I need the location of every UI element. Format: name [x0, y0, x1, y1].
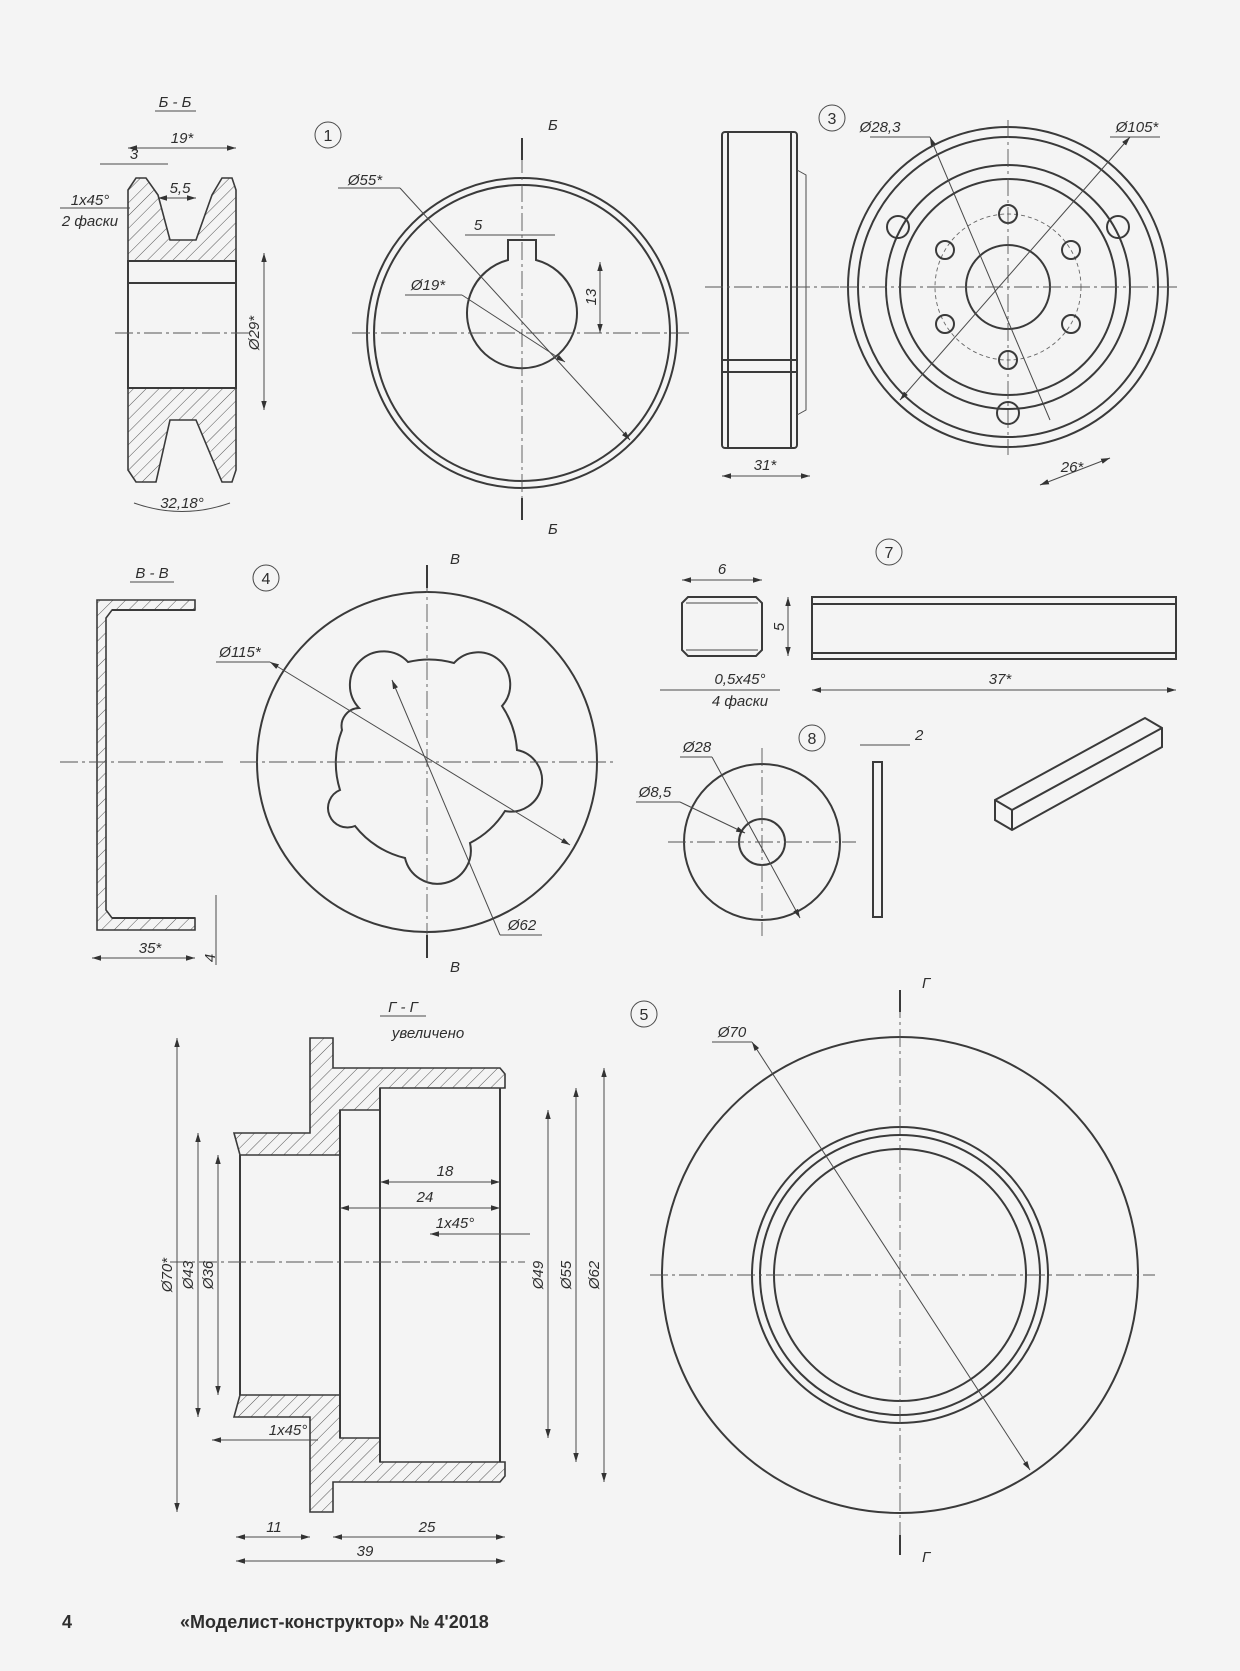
p1-bore-dim: Ø29* [246, 315, 263, 351]
p5-dim-62: Ø62 [586, 1260, 603, 1290]
p1-groove-dim: 5,5 [170, 180, 192, 197]
p5-dim-43: Ø43 [180, 1260, 197, 1290]
section-b-bottom: Б [548, 521, 558, 538]
part-number-7-circle [875, 538, 903, 566]
p5-front-dim-70: Ø70 [717, 1024, 747, 1041]
part-number-3-circle [818, 104, 846, 132]
p5-dim-25: 25 [418, 1519, 436, 1536]
part3-front-view: 3 Ø28,3 Ø105* 26* [818, 104, 1180, 486]
p5-chamfer-dim: 1х45° [436, 1215, 475, 1232]
p1-outer-dim: Ø55* [347, 172, 383, 189]
page-footer: 4 «Моделист-конструктор» № 4'2018 [62, 1612, 489, 1632]
p8-thick-dim: 2 [914, 727, 924, 744]
part-number-5-circle [630, 1000, 658, 1028]
p1-key-depth-dim: 13 [583, 288, 600, 305]
p7-length-dim: 37* [989, 671, 1013, 688]
section-g-bottom: Г [922, 1549, 932, 1566]
part1-section-view: Б - Б 19* 3 5,5 1х45° 2 фаски Ø29* 32,18… [60, 94, 267, 512]
p1-shaft-dim: Ø19* [410, 277, 446, 294]
p5-dim-18: 18 [437, 1163, 454, 1180]
part-number-3: 3 [828, 111, 837, 128]
p1-dim-3: 3 [130, 146, 139, 163]
p4-dim-4: 4 [202, 954, 219, 962]
part-number-1: 1 [324, 128, 333, 145]
p3-width-dim: 31* [754, 457, 778, 474]
p5-dim-24: 24 [416, 1189, 434, 1206]
section-g-top: Г [922, 975, 932, 992]
part-number-1-circle [314, 121, 342, 149]
p5-dim-55: Ø55 [558, 1260, 575, 1290]
p3-inner-dim: Ø28,3 [859, 119, 902, 136]
p4-outer-dim: Ø115* [218, 644, 262, 661]
part-number-8: 8 [808, 731, 817, 748]
section-vv-label: В - В [135, 565, 168, 582]
part1-front-view: 1 Б Б Ø55* Ø19* 5 13 [314, 117, 692, 538]
section-b-top: Б [548, 117, 558, 134]
p5-dim-70s: Ø70* [159, 1257, 176, 1293]
p7-chamfer-note: 4 фаски [712, 693, 769, 710]
p5-dim-49: Ø49 [530, 1260, 547, 1290]
p7-chamfer-dim: 0,5х45° [714, 671, 765, 688]
part-number-4-circle [252, 564, 280, 592]
part-number-5: 5 [640, 1007, 649, 1024]
section-gg-label: Г - Г [388, 999, 419, 1016]
p1-width-dim: 19* [171, 130, 195, 147]
part3-side-view: 31* [705, 131, 840, 479]
section-v-bottom: В [450, 959, 460, 976]
p3-slot-dim: 26* [1060, 459, 1085, 476]
part4-section-view: В - В 35* 4 [60, 565, 225, 965]
part5-front-view: 5 Г Г Ø70 [630, 975, 1155, 1566]
section-v-top: В [450, 551, 460, 568]
part8-views: 8 Ø28 Ø8,5 2 [636, 724, 924, 936]
p1-angle-dim: 32,18° [160, 495, 204, 512]
journal-title: «Моделист-конструктор» № 4'2018 [180, 1612, 489, 1632]
p1-key-dim: 5 [474, 217, 483, 234]
p3-outer-dim: Ø105* [1115, 119, 1160, 136]
p4-width-dim: 35* [139, 940, 163, 957]
part7-views: 7 6 5 0,5х45° 4 фаски 37* [660, 538, 1177, 832]
p4-inner-dim: Ø62 [507, 917, 537, 934]
section-gg-note: увеличено [391, 1025, 464, 1042]
p5-dim-39: 39 [357, 1543, 374, 1560]
p5-chamfer2-dim: 1х45° [269, 1422, 308, 1439]
p5-dim-36: Ø36 [200, 1260, 217, 1290]
p1-chamfer-dim: 1х45° [71, 192, 110, 209]
p7-dim-5: 5 [771, 622, 788, 631]
p1-chamfer-note: 2 фаски [61, 213, 119, 230]
section-bb-label: Б - Б [159, 94, 192, 111]
page-number: 4 [62, 1612, 72, 1632]
p5-dim-11: 11 [266, 1519, 282, 1536]
p8-hole-dim: Ø8,5 [638, 784, 672, 801]
part-number-7: 7 [885, 545, 894, 562]
part-number-4: 4 [262, 571, 271, 588]
p7-dim-6: 6 [718, 561, 727, 578]
part5-section-view: Г - Г увеличено Ø70* Ø43 Ø36 18 24 1х45°… [159, 999, 607, 1564]
part4-front-view: 4 В В Ø115* Ø62 [216, 551, 615, 976]
p8-outer-dim: Ø28 [682, 739, 712, 756]
part-number-8-circle [798, 724, 826, 752]
